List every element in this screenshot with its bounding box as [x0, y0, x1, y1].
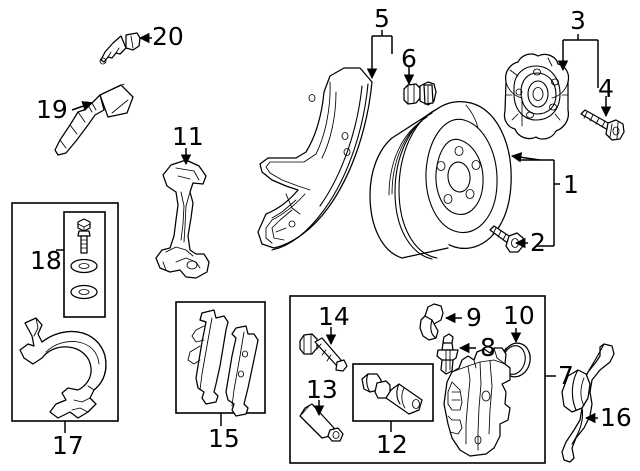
callout-11[interactable]: 11	[172, 122, 204, 151]
part-12-bushing-and-sleeve	[361, 373, 423, 415]
callout-9[interactable]: 9	[466, 303, 482, 332]
callout-7[interactable]: 7	[558, 361, 574, 390]
callout-5[interactable]: 5	[374, 4, 390, 33]
callout-19[interactable]: 19	[36, 95, 68, 124]
callout-3[interactable]: 3	[570, 6, 586, 35]
callout-13[interactable]: 13	[306, 375, 338, 404]
callout-20[interactable]: 20	[152, 22, 184, 51]
group-box-12	[352, 363, 434, 422]
part-18-bolt-and-seals	[70, 218, 98, 300]
part-5-splash-shield	[257, 67, 373, 251]
part-2-rotor-screw	[489, 225, 524, 253]
part-15-brake-pads	[187, 309, 259, 417]
callout-18[interactable]: 18	[30, 246, 62, 275]
part-17-abs-sensor-harness	[19, 317, 107, 419]
group-box-7	[289, 295, 546, 464]
part-1-brake-rotor	[369, 101, 512, 260]
callout-4[interactable]: 4	[598, 74, 614, 103]
part-7-caliper-body	[443, 347, 511, 457]
callout-10[interactable]: 10	[503, 301, 535, 330]
leader-lines	[56, 30, 612, 433]
callout-8[interactable]: 8	[480, 333, 496, 362]
callout-17[interactable]: 17	[52, 431, 84, 460]
callout-1[interactable]: 1	[563, 170, 579, 199]
group-box-18	[63, 211, 106, 318]
part-9-bleeder-cap	[419, 303, 444, 341]
callout-6[interactable]: 6	[401, 44, 417, 73]
part-8-bleeder-screw	[436, 333, 459, 375]
part-3-wheel-hub	[503, 53, 570, 140]
part-11-caliper-bracket	[155, 159, 210, 279]
callout-2[interactable]: 2	[530, 228, 546, 257]
callout-14[interactable]: 14	[318, 302, 350, 331]
callout-15[interactable]: 15	[208, 424, 240, 453]
part-6-shield-bolt	[403, 81, 437, 106]
part-4-hub-bolt	[580, 109, 625, 141]
part-13-slide-pin	[299, 403, 344, 442]
group-box-17	[11, 202, 119, 422]
part-20-wear-sensor	[99, 32, 141, 65]
part-16-spring-clip	[561, 343, 615, 463]
callout-12[interactable]: 12	[376, 430, 408, 459]
part-14-guide-bolt	[299, 333, 348, 372]
callout-16[interactable]: 16	[600, 403, 632, 432]
